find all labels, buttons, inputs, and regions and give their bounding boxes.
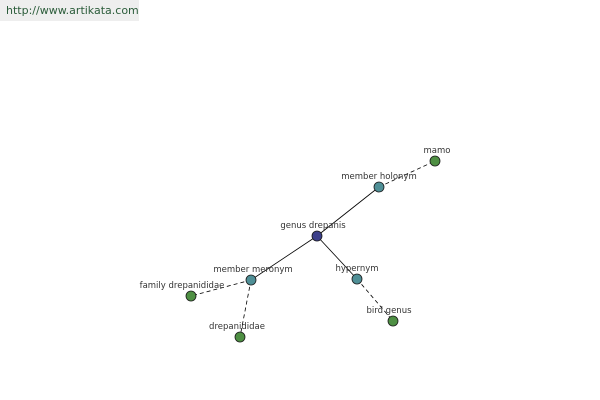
- edge-member-holonym-to-mamo: [378, 160, 436, 188]
- label-center[interactable]: genus drepanis: [280, 221, 346, 231]
- label-hypernym[interactable]: hypernym: [335, 264, 378, 274]
- edge-center-to-hypernym: [316, 235, 358, 280]
- label-member-holonym[interactable]: member holonym: [341, 172, 416, 182]
- edge-member-meronym-to-family-drepanididae: [190, 279, 252, 297]
- node-center[interactable]: [311, 230, 323, 242]
- label-mamo[interactable]: mamo: [424, 146, 451, 156]
- label-drepanididae[interactable]: drepanididae: [209, 322, 265, 332]
- edge-center-to-member-holonym: [316, 186, 380, 237]
- node-member-meronym[interactable]: [245, 274, 257, 286]
- label-family-drepanididae[interactable]: family drepanididae: [140, 281, 225, 291]
- node-drepanididae[interactable]: [234, 331, 246, 343]
- node-member-holonym[interactable]: [373, 181, 385, 193]
- graph-edges: [190, 160, 436, 338]
- label-bird-genus[interactable]: bird genus: [366, 306, 412, 316]
- label-member-meronym[interactable]: member meronym: [213, 265, 292, 275]
- node-bird-genus[interactable]: [387, 315, 399, 327]
- node-family-drepanididae[interactable]: [185, 290, 197, 302]
- node-mamo[interactable]: [429, 155, 441, 167]
- edge-member-meronym-to-drepanididae: [239, 279, 252, 338]
- graph-nodes: [185, 155, 441, 343]
- edge-center-to-member-meronym: [250, 235, 318, 281]
- node-hypernym[interactable]: [351, 273, 363, 285]
- edge-hypernym-to-bird-genus: [356, 278, 394, 322]
- graph-labels: genus drepanis member holonym member meron…: [140, 146, 451, 332]
- artikata-url-link[interactable]: http://www.artikata.com: [0, 0, 139, 21]
